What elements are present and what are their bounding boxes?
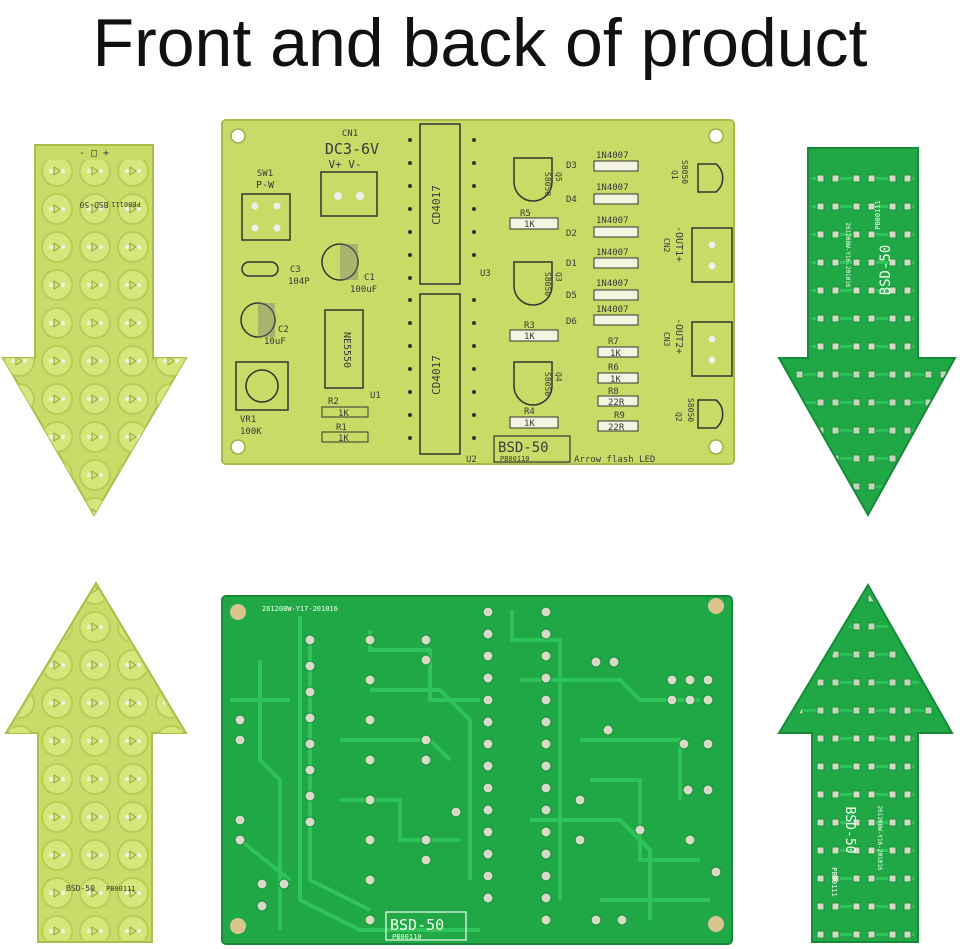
back-down-arrow-code: PB00111 <box>874 200 882 230</box>
cd4017-bottom-label: CD4017 <box>430 355 443 395</box>
cn2-label: CN2 <box>662 238 671 253</box>
vr1-label: VR1 <box>240 415 256 425</box>
front-main-model: BSD-50 <box>498 440 549 456</box>
out1-label: -OUT1+ <box>673 226 684 262</box>
diode-label-3: 1N4007 <box>596 216 629 226</box>
front-main-code: PB00110 <box>500 455 530 463</box>
product-photo: - □ + BSD-50 PB00111 CN1 DC3-6V V+ V- SW… <box>1 119 957 945</box>
back-down-arrow-board: BSD-50 PB00111 261208W-Y16-201016 <box>777 147 957 518</box>
q-right-bottom-label: S8050 <box>686 398 695 422</box>
q1-id: Q5 <box>554 172 563 182</box>
q2-label: S8050 <box>543 272 552 296</box>
diode-id-2: D4 <box>566 195 577 205</box>
u3-label: U3 <box>480 269 491 279</box>
r2-label: R2 <box>328 397 339 407</box>
diode-label-4: 1N4007 <box>596 248 629 258</box>
diode-id-5: D5 <box>566 291 577 301</box>
r4-label: R4 <box>524 407 535 417</box>
r5-value: 1K <box>524 220 535 230</box>
q-right-top-id: Q1 <box>670 170 679 180</box>
back-up-arrow-serial: 261208W-Y16-201016 <box>876 805 883 870</box>
q3-id: Q4 <box>554 372 563 382</box>
r9-label: R9 <box>614 411 625 421</box>
back-main-model: BSD-50 <box>390 916 444 934</box>
front-up-arrow-code: PB00111 <box>106 885 136 893</box>
front-down-arrow-model: BSD-50 <box>79 200 108 209</box>
diode-column: D3 1N4007 D4 1N4007 D2 1N4007 D1 1N4007 … <box>566 151 639 327</box>
u1-label: U1 <box>370 391 381 401</box>
back-up-arrow-code: PB00111 <box>830 867 838 897</box>
c1-label: C1 <box>364 273 375 283</box>
q3-label: S8050 <box>543 372 552 396</box>
r3-value: 1K <box>524 332 535 342</box>
c3-label: C3 <box>290 265 301 275</box>
diode-id-4: D1 <box>566 259 577 269</box>
back-main-code: PB00110 <box>392 933 422 941</box>
r1-value: 1K <box>338 434 349 444</box>
r9-value: 22R <box>608 423 625 433</box>
r4-value: 1K <box>524 419 535 429</box>
diode-id-6: D6 <box>566 317 577 327</box>
q2-id: Q3 <box>554 272 563 282</box>
c1-value: 100uF <box>350 285 377 295</box>
c3-value: 104P <box>288 277 310 287</box>
cn1-label: CN1 <box>342 129 358 139</box>
cd4017-top-label: CD4017 <box>430 185 443 225</box>
r5-label: R5 <box>520 209 531 219</box>
out2-label: -OUT2+ <box>673 318 684 354</box>
r8-value: 22R <box>608 398 625 408</box>
front-down-arrow-code: PB00111 <box>111 200 141 208</box>
diode-label-6: 1N4007 <box>596 305 629 315</box>
r2-value: 1K <box>338 409 349 419</box>
ne555-label: NE5550 <box>341 332 352 368</box>
r7-label: R7 <box>608 337 619 347</box>
front-up-arrow-board: BSD-50 PB00111 <box>4 581 188 943</box>
diode-id-1: D3 <box>566 161 577 171</box>
u2-label: U2 <box>466 455 477 465</box>
page-title: Front and back of product <box>92 5 868 81</box>
diode-label-2: 1N4007 <box>596 183 629 193</box>
diode-label-5: 1N4007 <box>596 279 629 289</box>
voltage-label: DC3-6V <box>325 140 379 158</box>
diode-id-3: D2 <box>566 229 577 239</box>
r8-label: R8 <box>608 387 619 397</box>
front-down-arrow-board: - □ + BSD-50 PB00111 <box>1 144 188 517</box>
diode-label-1: 1N4007 <box>596 151 629 161</box>
c2-label: C2 <box>278 325 289 335</box>
back-down-arrow-model: BSD-50 <box>878 245 894 296</box>
q-right-bottom-id: Q2 <box>674 412 683 422</box>
q1-label: S8050 <box>543 172 552 196</box>
c2-value: 10uF <box>264 337 286 347</box>
q-right-top-label: S8050 <box>680 160 689 184</box>
cn3-label: CN3 <box>662 332 671 347</box>
r6-label: R6 <box>608 363 619 373</box>
r3-label: R3 <box>524 321 535 331</box>
back-main-board: 261208W-Y17-201016 <box>221 595 733 945</box>
r1-label: R1 <box>336 423 347 433</box>
r7-value: 1K <box>610 349 621 359</box>
front-down-arrow-header: - □ + <box>79 148 109 159</box>
sw1-type: P-W <box>256 180 275 191</box>
front-up-arrow-model: BSD-50 <box>66 884 95 893</box>
front-main-board: CN1 DC3-6V V+ V- SW1 P-W C3 104P C1 100u… <box>221 119 735 465</box>
front-main-desc: Arrow flash LED <box>574 455 655 465</box>
r6-value: 1K <box>610 375 621 385</box>
vr1-value: 100K <box>240 427 262 437</box>
back-up-arrow-board: BSD-50 PB00111 261208W-Y16-201016 <box>777 583 954 943</box>
sw1-label: SW1 <box>257 169 273 179</box>
back-main-serial: 261208W-Y17-201016 <box>262 605 338 613</box>
back-up-arrow-model: BSD-50 <box>842 807 857 854</box>
polarity-label: V+ V- <box>328 158 361 171</box>
back-down-arrow-serial: 261208W-Y16-201016 <box>844 222 851 287</box>
